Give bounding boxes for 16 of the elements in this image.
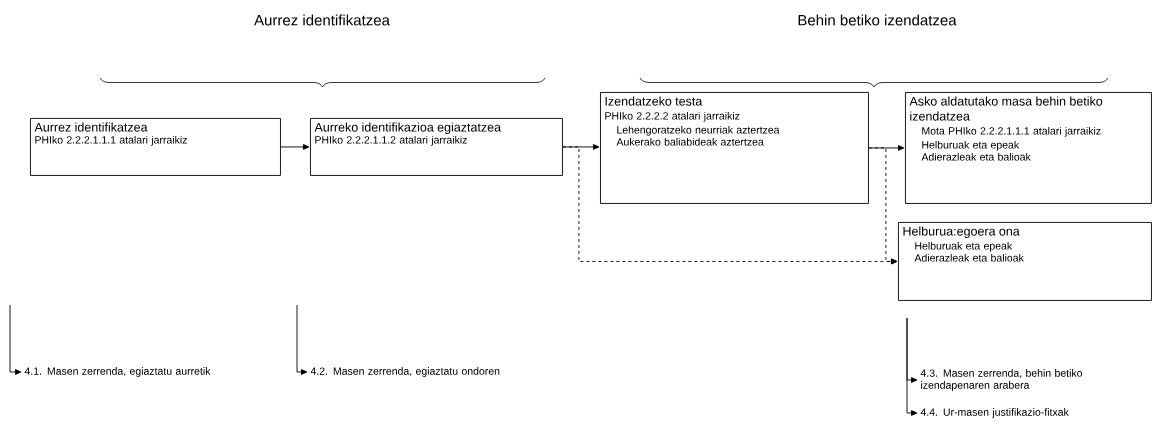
arrow xyxy=(9,304,22,375)
arrow xyxy=(868,147,898,265)
arrow xyxy=(296,304,308,375)
output-label: 4.3. Masen zerrenda, behin betiko izendapenaren arabera xyxy=(920,369,1083,391)
output-label: 4.4. Ur-masen justifikazio-fitxak xyxy=(920,408,1069,418)
process-box: Helburua:egoera ona Helburuak eta epeak Adierazleak eta balioak xyxy=(898,222,1152,301)
process-box: Aurrez identifikatzea PHIko 2.2.2.1.1.1 atalari jarraikiz xyxy=(30,118,281,176)
arrow xyxy=(280,144,310,150)
process-box: Aurreko identifikazioa egiaztatzea PHIko 2.2.2.1.1.2 atalari jarraikiz xyxy=(310,118,563,176)
group-heading: Aurrez identifikatzea xyxy=(254,14,390,26)
output-label: 4.1. Masen zerrenda, egiaztatu aurretik xyxy=(24,367,211,377)
process-box: Izendatzeko testa PHIko 2.2.2.2 atalari jarraikiz Lehengoratzeko neurriak aztertzea Aukerako baliabideak aztertzea xyxy=(600,92,869,204)
process-box: Asko aldatutako masa behin betiko izendatzea Mota PHIko 2.2.2.1.1.1 atalari jarraikiz Helburuak eta epeak Adierazleak eta balioak xyxy=(905,92,1152,204)
arrow xyxy=(906,317,918,416)
group-heading: Behin betiko izendatzea xyxy=(798,14,957,26)
output-label: 4.2. Masen zerrenda, egiaztatu ondoren xyxy=(310,367,500,377)
